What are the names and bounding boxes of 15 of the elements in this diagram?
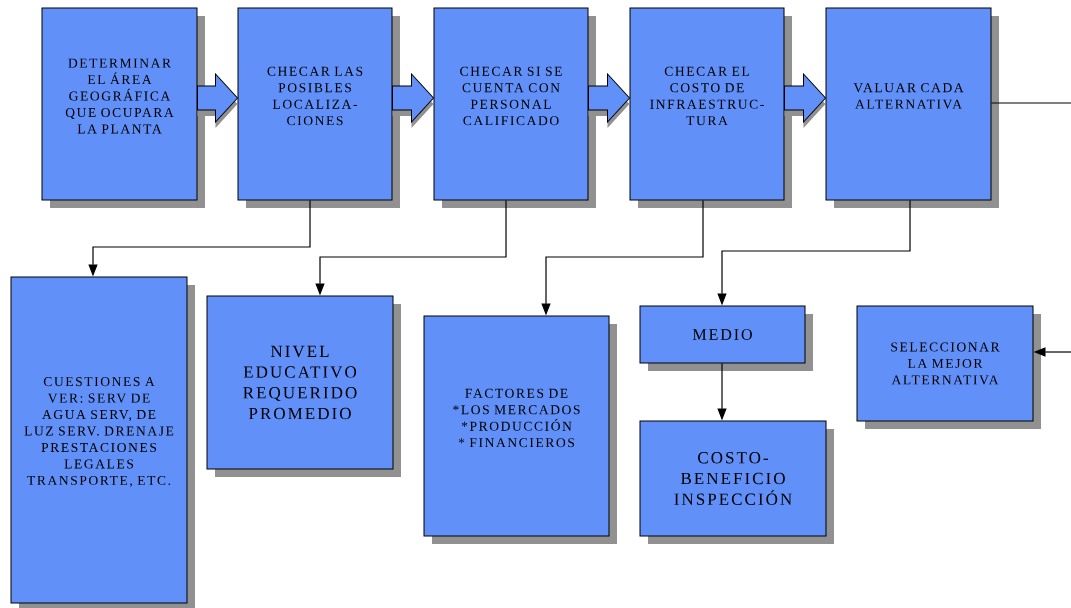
process-box: SELECCIONAR LA MEJOR ALTERNATIVA [856,305,1041,429]
block-arrow [392,73,434,128]
block-arrow [784,73,826,128]
process-box: MEDIO [639,305,813,371]
process-box: FACTORES DE *LOS MERCADOS *PRODUCCIÓN * FINANCIEROS [423,315,617,544]
process-box: CHECAR LAS POSIBLES LOCALIZA- CIONES [237,7,400,208]
process-box: DETERMINAR EL ÁREA GEOGRÁFICA QUE OCUPARA LA PLANTA [41,7,205,208]
process-box: CHECAR SI SE CUENTA CON PERSONAL CALIFICADO [433,7,596,208]
block-arrow [197,73,238,128]
process-box: COSTO- BENEFICIO INSPECCIÓN [639,420,834,544]
process-box: CHECAR EL COSTO DE INFRAESTRUC- TURA [629,7,792,208]
block-arrow [588,73,630,128]
process-box: CUESTIONES A VER: SERV DE AGUA SERV, DE LUZ SERV. DRENAJE PRESTACIONES LEGALES TRANSPORTE, ETC. [10,276,195,608]
process-box: NIVEL EDUCATIVO REQUERIDO PROMEDIO [206,295,401,477]
process-box: VALUAR CADA ALTERNATIVA [825,7,999,208]
